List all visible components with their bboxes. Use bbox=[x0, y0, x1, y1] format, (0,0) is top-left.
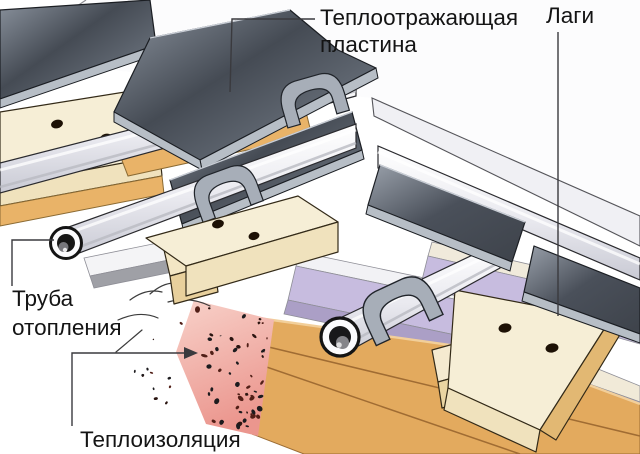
label-reflective-plate-line1: Теплоотражающая bbox=[320, 5, 518, 30]
screw-hole bbox=[212, 219, 224, 229]
plate-bevel bbox=[149, 9, 291, 39]
plate-bevel bbox=[169, 111, 353, 181]
joist-3-front-face bbox=[443, 387, 541, 453]
insulation-body bbox=[176, 300, 274, 436]
pipe-end-glint bbox=[336, 342, 342, 348]
heating-pipe-run-right bbox=[377, 145, 640, 281]
insulation-speckles-scatter bbox=[133, 321, 183, 405]
label-heating-pipe-line2: отопления bbox=[12, 315, 122, 340]
label-reflective-plate-line2: пластина bbox=[320, 32, 417, 57]
insulation-arrowhead-icon bbox=[184, 347, 198, 359]
pipe-cross-section-2 bbox=[319, 316, 361, 358]
label-insulation: Теплоизоляция bbox=[80, 427, 241, 452]
floor-board-front-edge bbox=[371, 97, 640, 247]
pipe-cross-section-1 bbox=[49, 226, 83, 260]
screw-hole bbox=[51, 119, 63, 129]
joist-2 bbox=[145, 195, 339, 305]
pipe-end-glint bbox=[62, 247, 68, 253]
pipe-shadow bbox=[339, 260, 501, 350]
screw-hole bbox=[545, 343, 559, 353]
leader-heating-pipe bbox=[11, 239, 54, 286]
leader-reflective-plate bbox=[229, 18, 315, 93]
screw-hole bbox=[498, 323, 512, 333]
plate-bevel bbox=[379, 164, 526, 223]
reflective-plate-5-edge bbox=[521, 291, 640, 344]
pipe-highlight bbox=[377, 150, 640, 266]
joist-2-front-face bbox=[185, 221, 339, 297]
reflective-plate-4 bbox=[365, 164, 526, 272]
reflective-plate-5-face bbox=[523, 245, 640, 335]
label-heating-pipe-line1: Труба bbox=[12, 286, 74, 311]
insulation-wedge bbox=[115, 282, 274, 436]
reflective-plate-4-edge bbox=[365, 204, 513, 272]
pipe-shadow bbox=[65, 141, 357, 254]
joist-3 bbox=[431, 289, 625, 453]
reflective-plate-5 bbox=[521, 245, 640, 344]
board-seam bbox=[251, 361, 521, 454]
label-joists: Лаги bbox=[546, 3, 594, 28]
insulation-speckles bbox=[194, 306, 268, 430]
screw-hole bbox=[248, 231, 260, 241]
leader-insulation bbox=[71, 352, 184, 426]
